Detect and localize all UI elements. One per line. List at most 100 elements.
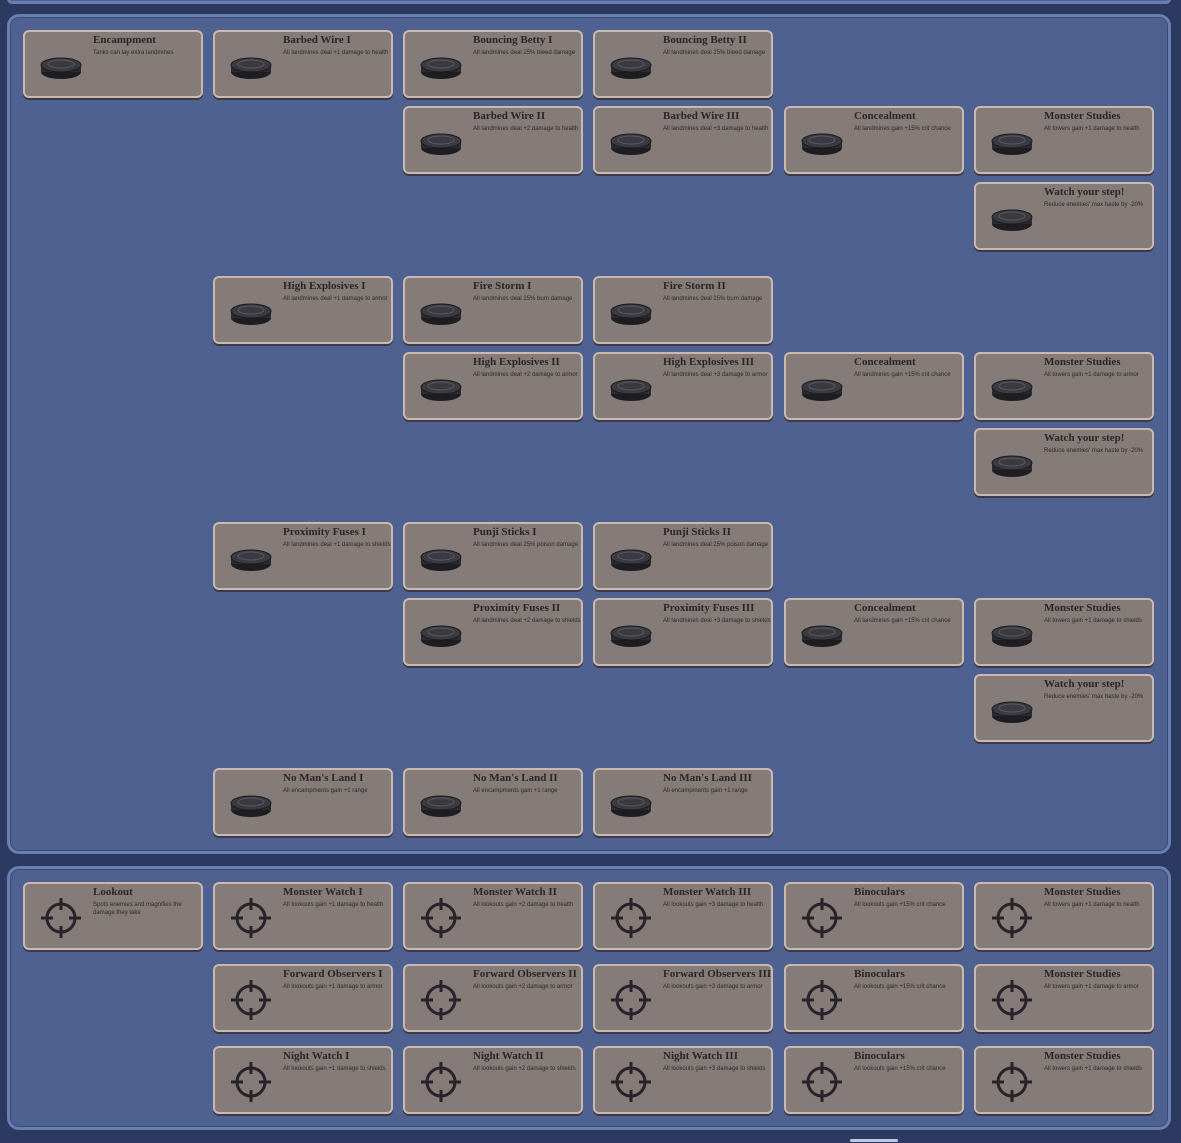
landmine-icon: [609, 788, 653, 824]
skill-description: Reduce enemies' max haste by -20%: [1044, 694, 1144, 700]
skill-description: All lookouts gain +15% crit chance: [854, 1066, 946, 1072]
scroll-indicator[interactable]: [850, 1139, 898, 1142]
crosshair-icon: [419, 896, 463, 940]
skill-title: Monster Watch III: [663, 886, 752, 898]
landmine-icon: [990, 372, 1034, 408]
skill-description: All landmines deal 25% bleed damage: [473, 50, 576, 56]
skill-title: Monster Watch II: [473, 886, 557, 898]
skill-title: Proximity Fuses III: [663, 602, 755, 614]
skill-description: All landmines deal +3 damage to shields: [663, 618, 771, 624]
skill-card[interactable]: Bouncing Betty I All landmines deal 25% b…: [403, 30, 583, 98]
skill-title: Bouncing Betty I: [473, 34, 553, 46]
skill-title: Concealment: [854, 110, 916, 122]
skill-card[interactable]: Proximity Fuses III All landmines deal +3…: [593, 598, 773, 666]
skill-card[interactable]: High Explosives I All landmines deal +1 d…: [213, 276, 393, 344]
skill-title: Barbed Wire I: [283, 34, 351, 46]
landmine-icon: [419, 296, 463, 332]
skill-description: All lookouts gain +2 damage to shields: [473, 1066, 576, 1072]
skill-description: All landmines deal +1 damage to health: [283, 50, 389, 56]
landmine-icon: [609, 618, 653, 654]
skill-title: Barbed Wire II: [473, 110, 546, 122]
landmine-icon: [39, 50, 83, 86]
crosshair-icon: [229, 1060, 273, 1104]
landmine-icon: [990, 448, 1034, 484]
landmine-icon: [229, 50, 273, 86]
landmine-icon: [229, 788, 273, 824]
crosshair-icon: [419, 1060, 463, 1104]
skill-description: All landmines deal +1 damage to armor: [283, 296, 388, 302]
landmine-icon: [419, 618, 463, 654]
skill-title: Watch your step!: [1044, 432, 1125, 444]
skill-description: All encampments gain +1 range: [283, 788, 368, 794]
skill-card[interactable]: Watch your step! Reduce enemies' max hast…: [974, 674, 1154, 742]
skill-card[interactable]: Watch your step!Reduce enemies' max hast…: [974, 182, 1154, 250]
crosshair-icon: [800, 978, 844, 1022]
landmine-icon: [419, 372, 463, 408]
landmine-icon: [990, 694, 1034, 730]
skill-title: Watch your step!: [1044, 678, 1125, 690]
skill-title: Watch your step!: [1044, 186, 1125, 198]
skill-card[interactable]: Barbed Wire I All landmines deal +1 damag…: [213, 30, 393, 98]
skill-card[interactable]: Watch your step!Reduce enemies' max hast…: [974, 428, 1154, 496]
landmine-icon: [609, 50, 653, 86]
landmine-icon: [229, 542, 273, 578]
crosshair-icon: [609, 896, 653, 940]
crosshair-icon: [609, 1060, 653, 1104]
skill-title: Fire Storm II: [663, 280, 726, 292]
skill-description: All towers gain +1 damage to shields: [1044, 618, 1142, 624]
skill-title: Monster Watch I: [283, 886, 363, 898]
skill-title: Proximity Fuses II: [473, 602, 561, 614]
skill-description: All towers gain +1 damage to armor: [1044, 984, 1139, 990]
crosshair-icon: [990, 896, 1034, 940]
skill-title: Lookout: [93, 886, 133, 898]
skill-title: Forward Observers III: [663, 968, 771, 980]
crosshair-icon: [990, 978, 1034, 1022]
skill-description: All towers gain +1 damage to health: [1044, 902, 1140, 908]
skill-title: Concealment: [854, 602, 916, 614]
skill-description: Tanks can lay extra landmines: [93, 50, 174, 56]
skill-title: Proximity Fuses I: [283, 526, 366, 538]
skill-title: Bouncing Betty II: [663, 34, 747, 46]
skill-title: High Explosives I: [283, 280, 366, 292]
skill-card[interactable]: Barbed Wire II All landmines deal +2 dama…: [403, 106, 583, 174]
skill-description: All landmines deal 25% burn damage: [473, 296, 573, 302]
skill-description: All landmines deal +2 damage to health: [473, 126, 579, 132]
skill-title: Binoculars: [854, 968, 905, 980]
